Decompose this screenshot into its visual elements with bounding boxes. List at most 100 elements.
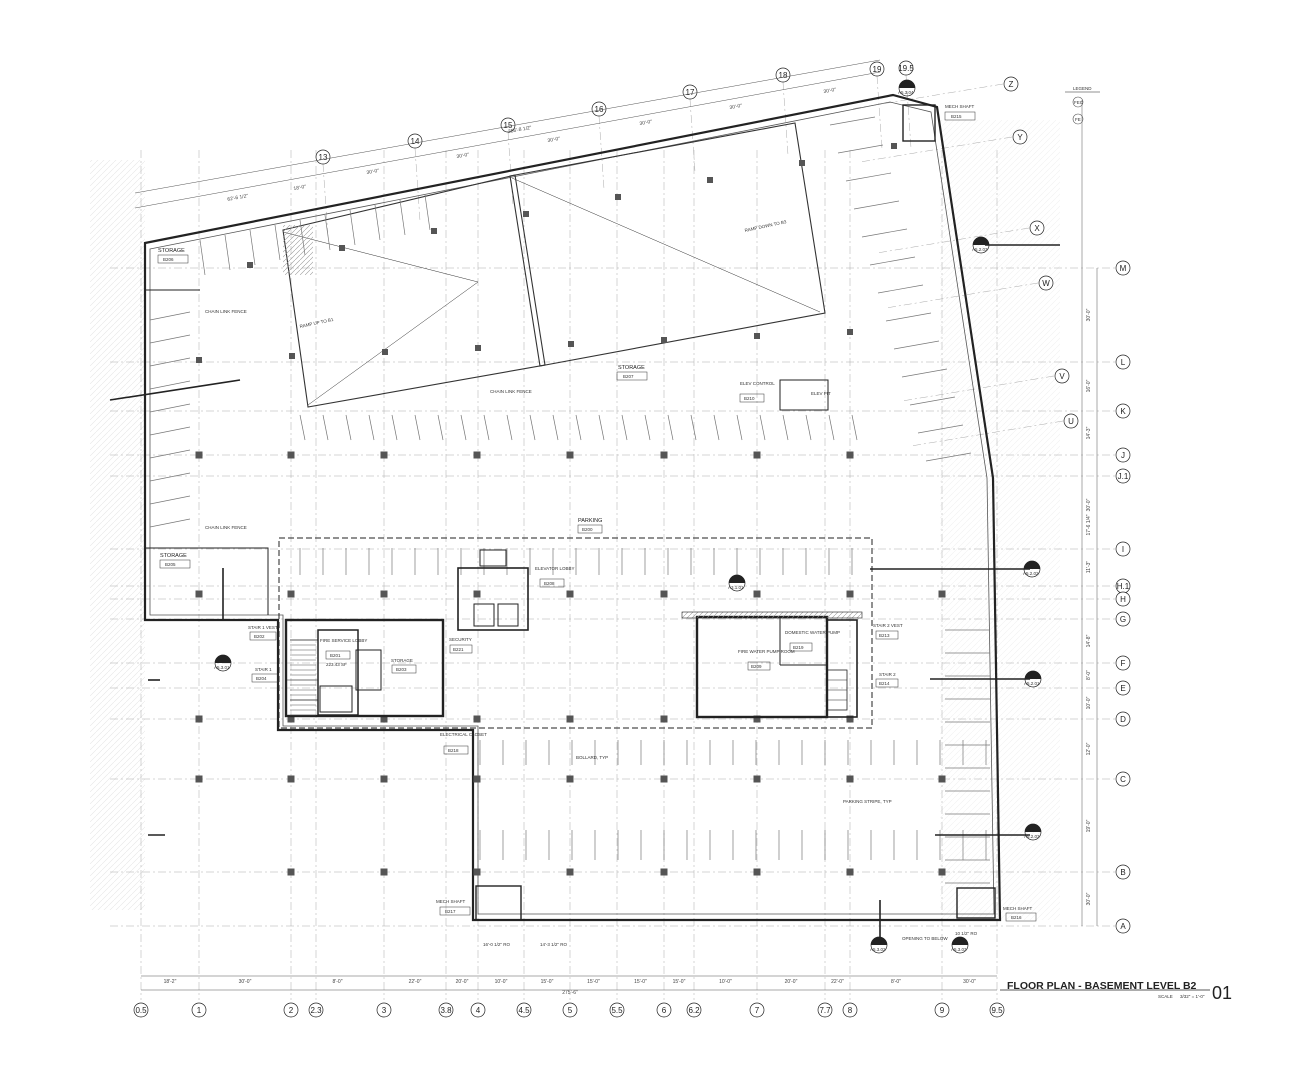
room-tag-box: [739, 393, 765, 403]
grid-label: J: [1121, 451, 1125, 460]
parking-stripe: [925, 452, 972, 462]
column: [799, 160, 805, 166]
room-tag-box: [443, 745, 469, 755]
sheet-number: 01: [1212, 983, 1232, 1003]
grid-bubble: U: [1063, 413, 1079, 429]
grid-label: 7.7: [819, 1006, 831, 1015]
dimension-label: 15'-0": [541, 979, 554, 985]
ro-note-2: 14'-3 1/2" RO: [540, 942, 567, 947]
column: [247, 262, 253, 268]
dimension-label: 30'-0": [456, 152, 470, 160]
parking-stripe: [782, 414, 789, 441]
grid-label: W: [1042, 279, 1050, 288]
room-name: ELEV CONTROL: [740, 381, 775, 386]
section-ref: A3.1.01: [728, 585, 744, 590]
column: [938, 868, 946, 876]
parking-stripe: [552, 414, 559, 441]
bollard-note: BOLLARD, TYP: [576, 755, 608, 760]
grid-bubble: A: [1115, 918, 1131, 934]
room-name: SECURITY: [449, 637, 472, 642]
grid-label: B: [1120, 868, 1125, 877]
grid-label: 9.5: [991, 1006, 1003, 1015]
room-tag-box: [539, 578, 565, 588]
grid-label: Z: [1009, 80, 1014, 89]
parking-stripe: [424, 194, 431, 231]
ramp-up-note: RAMP UP TO B1: [299, 317, 334, 329]
column: [846, 715, 854, 723]
elev-pit-note: ELEV PIT: [811, 391, 831, 396]
grid-label: 0.5: [135, 1006, 147, 1015]
dimension-label: 18'-2": [164, 979, 177, 985]
grid-bubble: 13: [315, 149, 331, 165]
opening-note: OPENING TO BELOW: [902, 936, 948, 941]
grid-bubble: 16: [591, 101, 607, 117]
grid-bubble: H.1: [1115, 578, 1131, 594]
parking-stripe: [299, 219, 306, 256]
grid-bubble: M: [1115, 260, 1131, 276]
grid-label: 4: [476, 1006, 481, 1015]
room-number: B206: [163, 257, 174, 262]
parking-stripe: [851, 414, 858, 441]
grid-label: H.1: [1117, 582, 1130, 591]
grid-label: 1: [197, 1006, 202, 1015]
parking-stripe: [861, 228, 908, 238]
dimension-label: 30'-0": [366, 168, 380, 176]
column: [473, 715, 481, 723]
section-marker: A3.1.01: [728, 574, 746, 592]
grid-label: E: [1120, 684, 1125, 693]
column: [753, 868, 761, 876]
parking-stripe: [893, 340, 940, 350]
overall-dimension: 256'-8 1/2": [508, 125, 533, 135]
dimension-label: 19'-0": [1086, 819, 1092, 832]
scale-label: SCALE: [1158, 994, 1173, 999]
grid-label: I: [1122, 545, 1124, 554]
section-ref: A5.3.04: [898, 90, 914, 95]
dimension-label: 30'-0": [1086, 892, 1092, 905]
room-name: MECH SHAFT: [436, 899, 466, 904]
legend-item-fe: FE: [1075, 117, 1081, 122]
dimension-label: 20'-0": [785, 979, 798, 985]
column: [660, 590, 668, 598]
left-core: [284, 618, 445, 718]
room-number: B213: [879, 633, 890, 638]
parking-stripe: [885, 312, 932, 322]
grid-label: 6.2: [688, 1006, 700, 1015]
room-tag-box: [325, 650, 351, 660]
dimension-label: 10'-0": [495, 979, 508, 985]
column: [380, 590, 388, 598]
room-name: FIRE SERVICE LOBBY: [320, 638, 367, 643]
grid-bubble: W: [1038, 275, 1054, 291]
section-cut-line: [109, 379, 241, 401]
parking-stripe: [828, 414, 835, 441]
room-name: STAIR 1: [255, 667, 272, 672]
room-number: B207: [623, 374, 634, 379]
parking-stripe: [713, 414, 720, 441]
room-tag-box: [251, 673, 279, 683]
column: [195, 775, 203, 783]
room-name: STAIR 2: [879, 672, 896, 677]
room-name: STORAGE: [618, 365, 645, 371]
ramp-up: [282, 174, 546, 408]
room-number: B201: [330, 653, 341, 658]
room-name: STORAGE: [391, 658, 413, 663]
parking-stripe: [299, 414, 306, 441]
room-number: B205: [165, 562, 176, 567]
room-number: B208: [544, 581, 555, 586]
grid-label: F: [1121, 659, 1126, 668]
chain-fence-note: CHAIN LINK FENCE: [205, 309, 247, 314]
section-ref: A5.2.03: [1024, 834, 1040, 839]
parking-stripe: [909, 396, 956, 406]
parking-stripe: [690, 414, 697, 441]
column: [382, 349, 388, 355]
parking-stripe: [349, 209, 356, 246]
room-name: STAIR 1 VEST: [248, 625, 278, 630]
dimension-label: 16'-0": [1086, 379, 1092, 392]
grid-bubble: 1: [191, 1002, 207, 1018]
grid-bubble: 5.5: [609, 1002, 625, 1018]
room-tag-box: [157, 254, 189, 264]
grid-bubble: 9: [934, 1002, 950, 1018]
grid-bubble: J.1: [1115, 468, 1131, 484]
column: [753, 451, 761, 459]
room-tag-box: [875, 630, 899, 640]
parking-stripe: [199, 239, 206, 276]
